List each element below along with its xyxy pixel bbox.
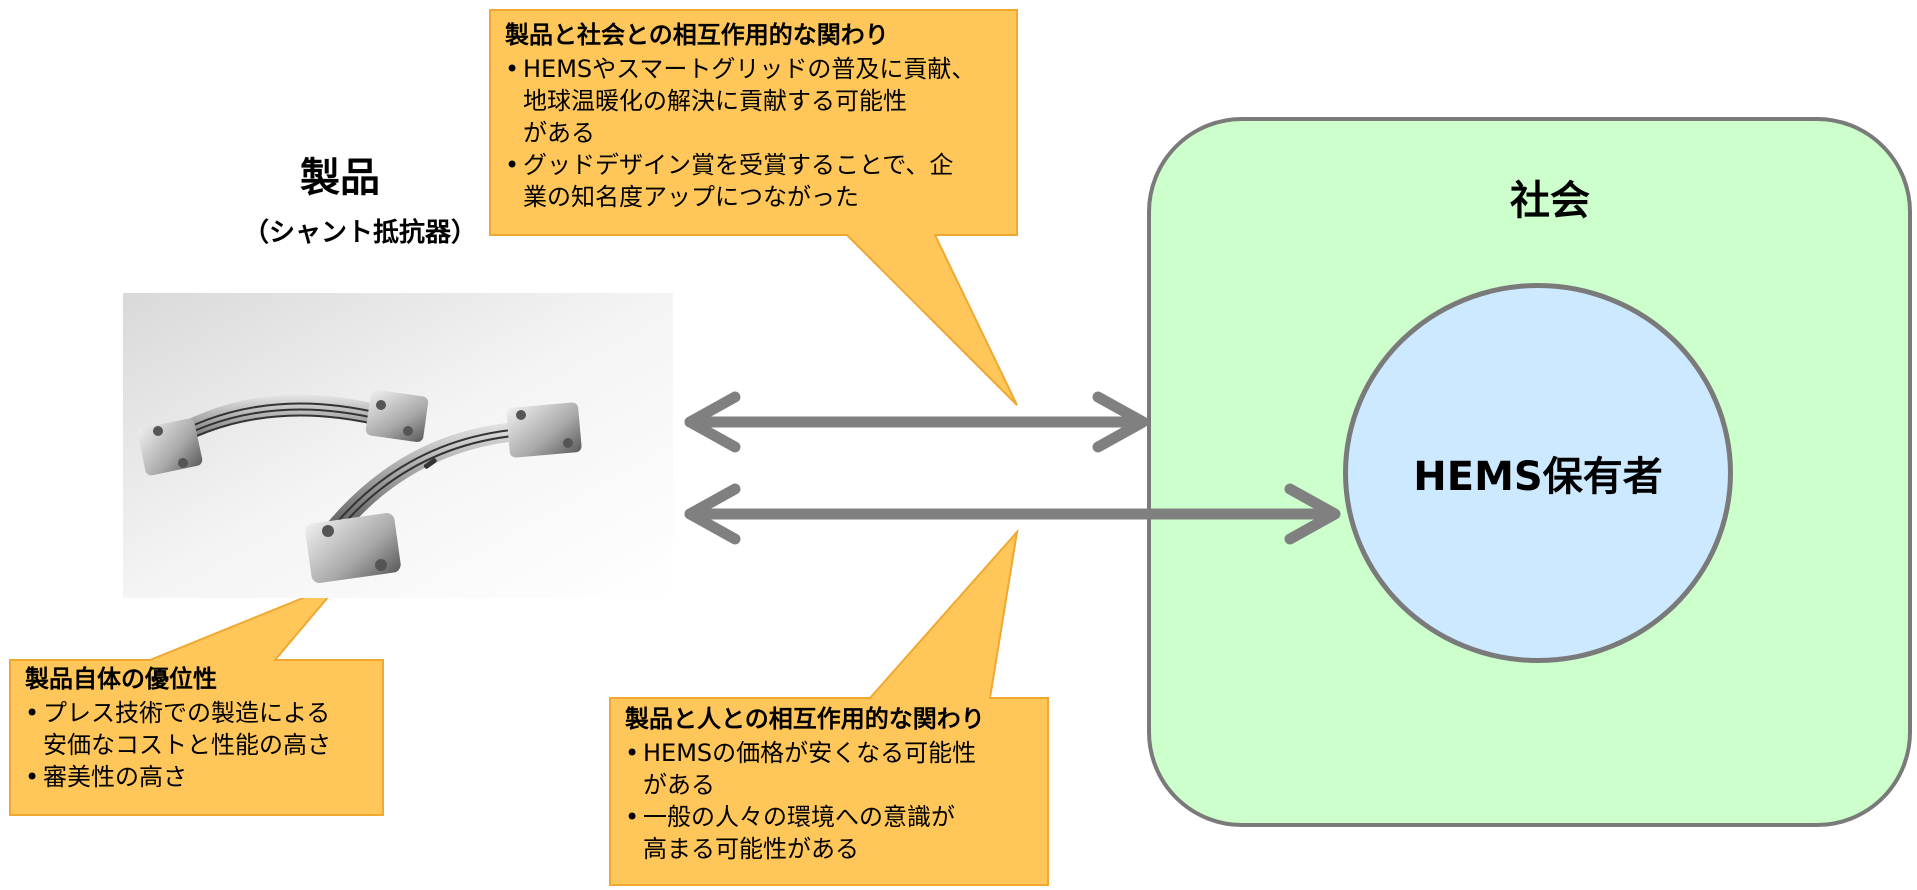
callout-product-bullet: 審美性の高さ (25, 761, 395, 793)
bullet-line: 高まる可能性がある (643, 835, 859, 863)
bullet-line: HEMSやスマートグリッドの普及に貢献、 (523, 55, 976, 83)
bullet-line: HEMSの価格が安くなる可能性 (643, 739, 977, 767)
shunt-resistor-photo (123, 293, 673, 598)
bullet-line: がある (643, 771, 715, 799)
callout-product-title: 製品自体の優位性 (25, 665, 217, 693)
callout-people-bullet: 一般の人々の環境への意識が 高まる可能性がある (625, 801, 1045, 865)
society-label: 社会 (1510, 178, 1590, 224)
bullet-line: 安価なコストと性能の高さ (43, 731, 331, 759)
callout-social-title: 製品と社会との相互作用的な関わり (505, 21, 889, 49)
callout-product-bullet: プレス技術での製造による 安価なコストと性能の高さ (25, 697, 395, 761)
hems-owner-circle: HEMS保有者 (1343, 283, 1733, 663)
callout-social: 製品と社会との相互作用的な関わり HEMSやスマートグリッドの普及に貢献、 地球… (505, 19, 1025, 213)
callout-product: 製品自体の優位性 プレス技術での製造による 安価なコストと性能の高さ 審美性の高… (25, 663, 395, 793)
arrow-product-people (684, 483, 1341, 545)
product-title: 製品 (300, 155, 380, 201)
callout-social-bullet: グッドデザイン賞を受賞することで、企 業の知名度アップにつながった (505, 149, 1025, 213)
bullet-line: 審美性の高さ (43, 763, 187, 791)
callout-people-title: 製品と人との相互作用的な関わり (625, 705, 985, 733)
product-subtitle: （シャント抵抗器） (242, 218, 477, 248)
bullet-line: 地球温暖化の解決に貢献する可能性 (523, 87, 907, 115)
hems-owner-label: HEMS保有者 (1413, 454, 1663, 500)
right-resistor (305, 402, 582, 583)
callout-social-bullet: HEMSやスマートグリッドの普及に貢献、 地球温暖化の解決に貢献する可能性 があ… (505, 53, 1025, 149)
left-resistor (137, 389, 429, 476)
callout-people-bullet: HEMSの価格が安くなる可能性 がある (625, 737, 1045, 801)
bullet-line: グッドデザイン賞を受賞することで、企 (523, 151, 954, 179)
arrow-product-society (684, 391, 1149, 453)
bullet-line: プレス技術での製造による (43, 699, 331, 727)
bullet-line: 業の知名度アップにつながった (523, 183, 859, 211)
bullet-line: がある (523, 119, 595, 147)
callout-people: 製品と人との相互作用的な関わり HEMSの価格が安くなる可能性 がある 一般の人… (625, 703, 1045, 865)
bullet-line: 一般の人々の環境への意識が (643, 803, 955, 831)
